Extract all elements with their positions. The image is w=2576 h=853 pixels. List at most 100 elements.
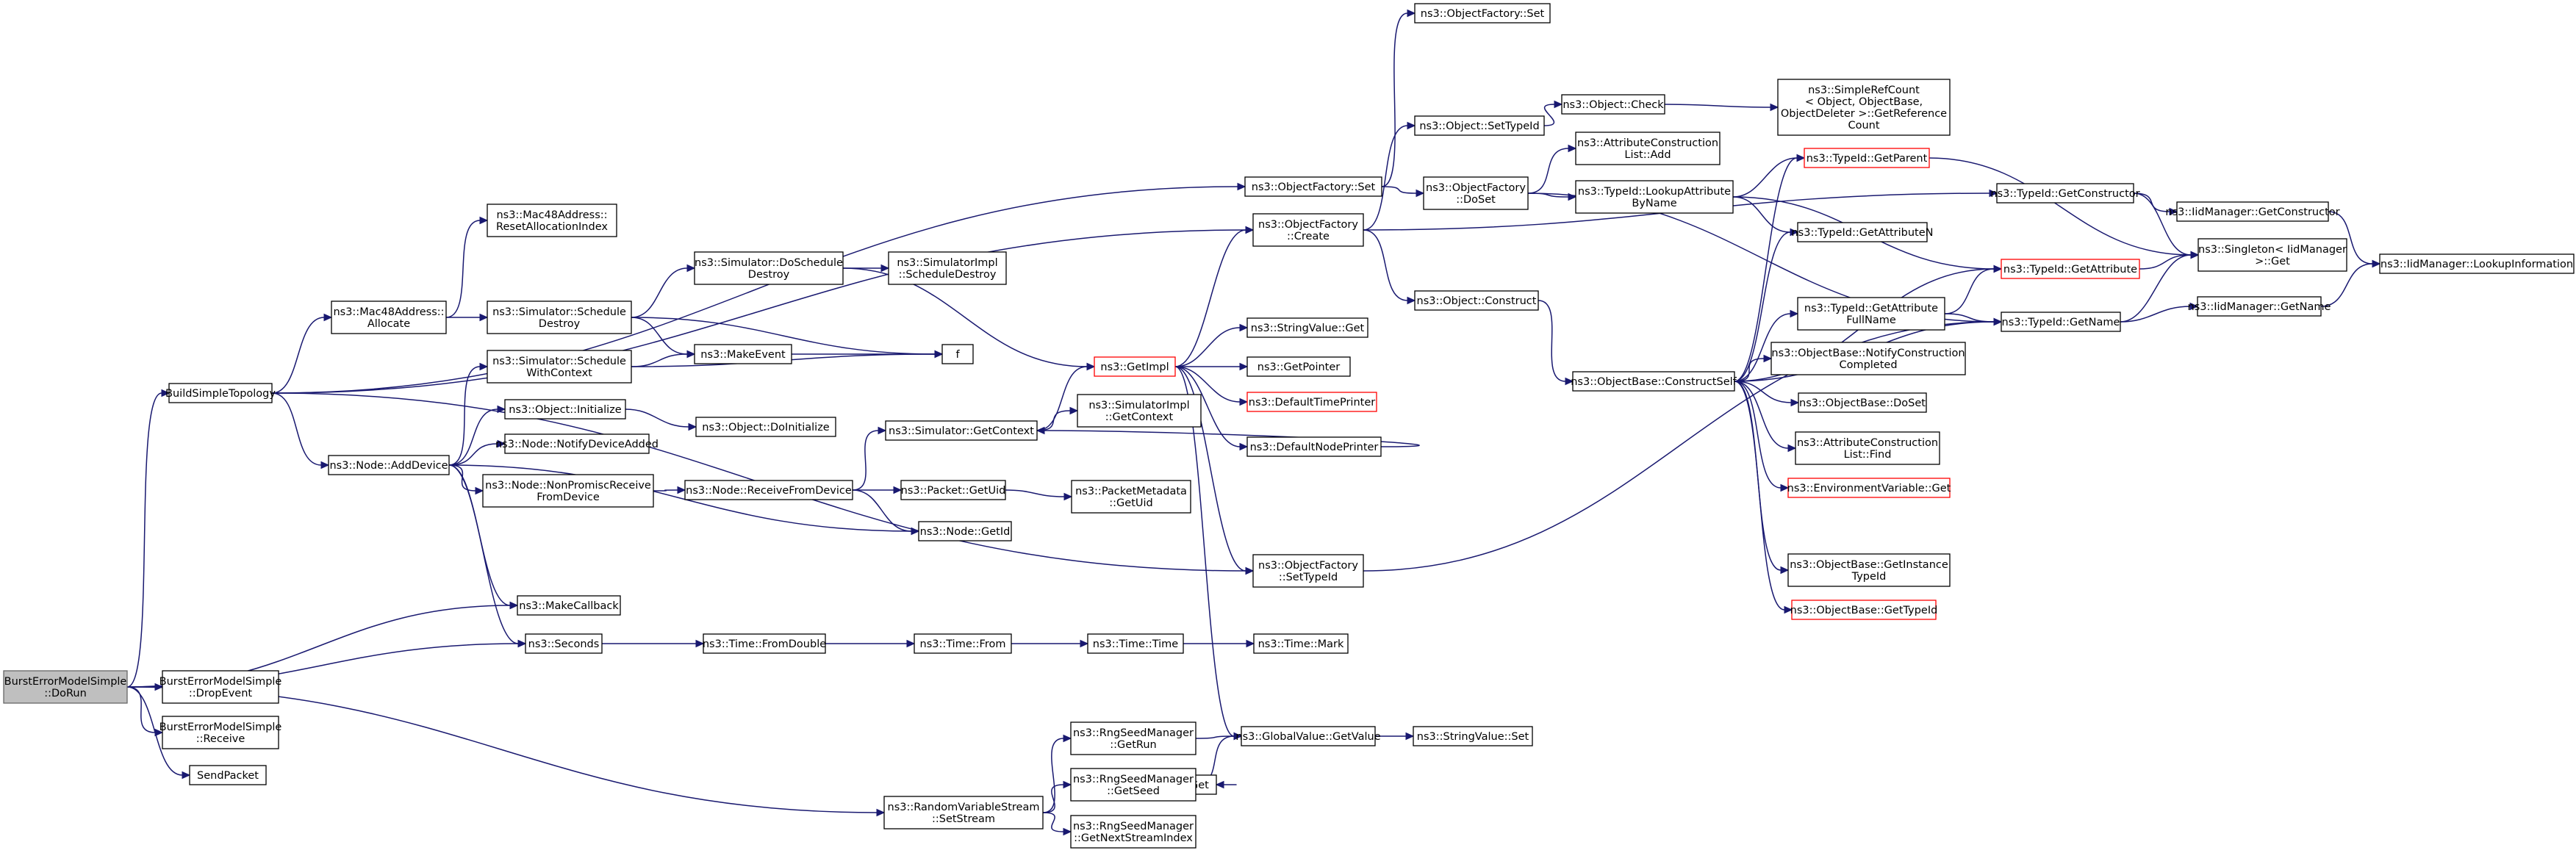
node-getattrn[interactable]: ns3::TypeId::GetAttributeN	[1791, 222, 1934, 242]
node-makecb[interactable]: ns3::MakeCallback	[517, 595, 621, 616]
node-label: ns3::Packet::GetUid	[901, 485, 1006, 497]
edge-arrowhead	[182, 771, 191, 780]
node-addev[interactable]: ns3::Node::AddDevice	[328, 455, 450, 475]
edge-arrowhead	[1063, 492, 1073, 501]
node-getparent[interactable]: ns3::TypeId::GetParent	[1804, 148, 1930, 168]
node-ofsettype[interactable]: ns3::ObjectFactory::SetTypeId	[1252, 554, 1364, 588]
node-makeevent[interactable]: ns3::MakeEvent	[694, 344, 792, 364]
node-macalloc[interactable]: ns3::Mac48Address::Allocate	[331, 300, 447, 334]
node-rngrun[interactable]: ns3::RngSeedManager::GetRun	[1070, 721, 1196, 755]
node-label: ::DoSet	[1456, 194, 1496, 206]
node-time[interactable]: ns3::Time::Time	[1087, 633, 1184, 654]
node-setstream[interactable]: ns3::RandomVariableStream::SetStream	[883, 796, 1044, 829]
edge	[653, 486, 686, 494]
node-label: ns3::ObjectBase::GetTypeId	[1790, 605, 1938, 616]
node-ofdoset[interactable]: ns3::ObjectFactory::DoSet	[1423, 176, 1529, 210]
node-rngnext[interactable]: ns3::RngSeedManager::GetNextStreamIndex	[1070, 815, 1196, 849]
edge	[631, 317, 696, 359]
node-getimpl[interactable]: ns3::GetImpl	[1094, 356, 1176, 377]
edge	[1011, 639, 1089, 648]
edge-arrowhead	[2190, 251, 2200, 259]
edge-arrowhead	[497, 405, 506, 414]
edge	[1734, 381, 1790, 575]
node-ofset[interactable]: ns3::ObjectFactory::Set	[1244, 176, 1382, 197]
node-schedestroy[interactable]: ns3::Simulator::ScheduleDestroy	[487, 300, 632, 334]
node-rfd[interactable]: ns3::Node::ReceiveFromDevice	[684, 480, 853, 500]
node-strset[interactable]: ns3::StringValue::Set	[1413, 726, 1533, 746]
node-label: Count	[1848, 120, 1879, 132]
node-ofcreate[interactable]: ns3::ObjectFactory::Create	[1252, 213, 1364, 247]
node-iidlookup[interactable]: ns3::IidManager::LookupInformation	[2379, 253, 2575, 274]
node-box	[883, 796, 1044, 829]
node-obdoset[interactable]: ns3::ObjectBase::DoSet	[1798, 392, 1927, 413]
node-label: ns3::TypeId::GetParent	[1807, 153, 1928, 165]
node-objsettype[interactable]: ns3::Object::SetTypeId	[1414, 115, 1545, 136]
node-fromdouble[interactable]: ns3::Time::FromDouble	[703, 633, 826, 654]
node-doinit[interactable]: ns3::Object::DoInitialize	[695, 417, 836, 437]
edge	[1732, 154, 1806, 198]
node-label: ns3::RngSeedManager	[1073, 727, 1194, 739]
node-implctx[interactable]: ns3::SimulatorImpl::GetContext	[1077, 394, 1202, 428]
node-getptr[interactable]: ns3::GetPointer	[1246, 356, 1351, 377]
node-iidctor[interactable]: ns3::IidManager::GetConstructor	[2165, 201, 2340, 222]
node-macreset[interactable]: ns3::Mac48Address::ResetAllocationIndex	[487, 204, 617, 237]
node-box	[1787, 553, 1951, 587]
node-getname[interactable]: ns3::TypeId::GetName	[2001, 312, 2121, 332]
node-implsched[interactable]: ns3::SimulatorImpl::ScheduleDestroy	[888, 251, 1007, 285]
node-defnode[interactable]: ns3::DefaultNodePrinter	[1246, 436, 1382, 457]
node-iidname[interactable]: ns3::IidManager::GetName	[2188, 296, 2331, 317]
node-getctx[interactable]: ns3::Simulator::GetContext	[885, 420, 1038, 441]
node-seconds[interactable]: ns3::Seconds	[525, 633, 603, 654]
edge-arrowhead	[323, 313, 333, 322]
node-getattr[interactable]: ns3::TypeId::GetAttribute	[2001, 259, 2140, 279]
node-gvget[interactable]: ns3::GlobalValue::GetValue	[1235, 726, 1381, 746]
node-from[interactable]: ns3::Time::From	[914, 633, 1012, 654]
edge	[631, 350, 696, 367]
node-objcheck[interactable]: ns3::Object::Check	[1561, 94, 1665, 115]
node-notifyconstr[interactable]: ns3::ObjectBase::NotifyConstructionCompl…	[1770, 342, 1966, 375]
node-ofset2[interactable]: ns3::ObjectFactory::Set	[1414, 3, 1551, 24]
node-objconstruct[interactable]: ns3::Object::Construct	[1414, 290, 1539, 311]
node-mark[interactable]: ns3::Time::Mark	[1253, 633, 1349, 654]
node-label: ::SetStream	[932, 813, 995, 825]
node-send[interactable]: SendPacket	[189, 765, 267, 785]
node-root[interactable]: BurstErrorModelSimple::DoRun	[3, 670, 128, 704]
node-drop[interactable]: BurstErrorModelSimple::DropEvent	[159, 670, 282, 704]
node-f[interactable]: f	[941, 344, 974, 364]
node-recv[interactable]: BurstErrorModelSimple::Receive	[159, 716, 282, 749]
node-singleton[interactable]: ns3::Singleton< IidManager>::Get	[2198, 238, 2347, 272]
node-nodeid[interactable]: ns3::Node::GetId	[918, 521, 1012, 541]
node-label: BuildSimpleTopology	[165, 388, 276, 400]
node-obtypeid[interactable]: ns3::ObjectBase::GetTypeId	[1790, 600, 1938, 620]
node-objinit[interactable]: ns3::Object::Initialize	[504, 399, 626, 420]
node-bst[interactable]: BuildSimpleTopology	[165, 383, 276, 403]
node-pktuid[interactable]: ns3::Packet::GetUid	[900, 480, 1006, 500]
node-label: ns3::TypeId::GetAttribute	[1804, 303, 1938, 314]
node-envget[interactable]: ns3::EnvironmentVariable::Get	[1787, 478, 1951, 498]
node-label: ns3::AttributeConstruction	[1797, 437, 1938, 449]
node-strget[interactable]: ns3::StringValue::Get	[1246, 317, 1368, 338]
node-pmuid[interactable]: ns3::PacketMetadata::GetUid	[1071, 480, 1191, 514]
node-box	[1070, 721, 1196, 755]
node-box	[1094, 356, 1176, 377]
node-box	[1575, 180, 1734, 214]
node-label: ns3::Time::FromDouble	[703, 638, 826, 650]
node-rngseed[interactable]: ns3::RngSeedManager::GetSeed	[1070, 768, 1196, 802]
node-box	[1244, 176, 1382, 197]
node-deftime[interactable]: ns3::DefaultTimePrinter	[1246, 392, 1377, 412]
edge	[1381, 186, 1425, 198]
edge	[2133, 192, 2178, 216]
node-notify[interactable]: ns3::Node::NotifyDeviceAdded	[495, 433, 659, 454]
node-getctor[interactable]: ns3::TypeId::GetConstructor	[1990, 183, 2140, 204]
edge	[1174, 323, 1249, 367]
node-constructself[interactable]: ns3::ObjectBase::ConstructSelf	[1571, 371, 1737, 392]
node-srcref[interactable]: ns3::SimpleRefCount< Object, ObjectBase,…	[1777, 79, 1951, 136]
